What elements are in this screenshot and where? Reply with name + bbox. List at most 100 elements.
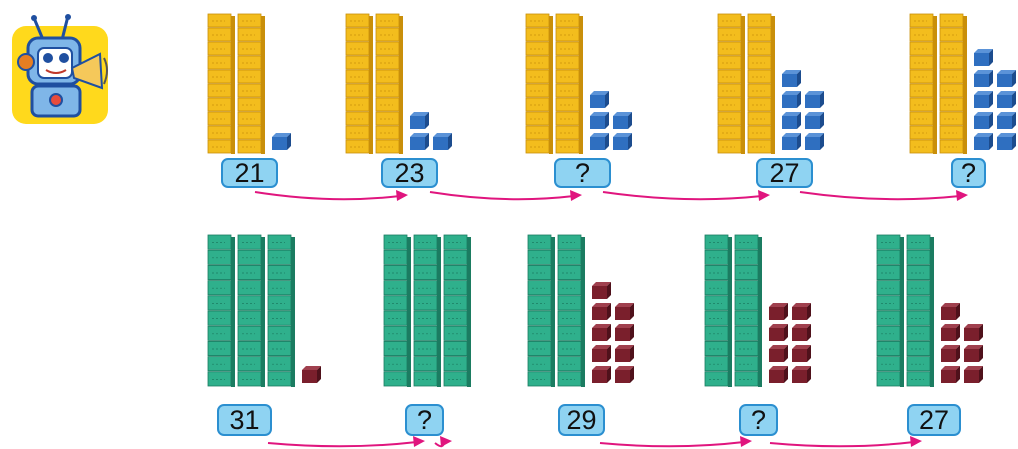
- ones-cube: [615, 345, 634, 362]
- rod-side: [579, 16, 583, 154]
- rod-unit: [909, 27, 934, 42]
- cube-top: [792, 324, 811, 328]
- arrow-line: [254, 191, 401, 201]
- tens-rod: [906, 234, 934, 387]
- cube-side: [605, 91, 609, 108]
- cube-front: [805, 137, 820, 150]
- cube-top: [769, 303, 788, 307]
- tens-rod: [939, 13, 967, 154]
- cube-side: [317, 366, 321, 383]
- rod-unit: [375, 125, 400, 140]
- cube-front: [615, 349, 630, 362]
- cube-top: [964, 324, 983, 328]
- rod-unit: [207, 295, 232, 311]
- cube-side: [1012, 91, 1016, 108]
- ones-cube: [997, 91, 1016, 108]
- rod-unit: [443, 264, 468, 280]
- rod-unit: [939, 125, 964, 140]
- cube-front: [615, 307, 630, 320]
- cube-top: [272, 133, 291, 137]
- rod-unit: [734, 234, 759, 250]
- rod-side: [399, 16, 403, 154]
- rod-unit: [876, 280, 901, 296]
- block-group: [909, 13, 1016, 154]
- rod-unit: [717, 83, 742, 98]
- cube-side: [797, 70, 801, 87]
- rod-unit: [876, 295, 901, 311]
- cube-top: [782, 70, 801, 74]
- rod-unit: [527, 280, 552, 296]
- tens-rod: [747, 13, 775, 154]
- cube-front: [997, 137, 1012, 150]
- cube-front: [974, 74, 989, 87]
- cube-top: [792, 303, 811, 307]
- ones-cube: [782, 70, 801, 87]
- rod-unit: [557, 280, 582, 296]
- rod-unit: [375, 27, 400, 42]
- arrow-head: [956, 190, 968, 201]
- tens-rod: [383, 234, 411, 387]
- rod-unit: [207, 41, 232, 56]
- rod-unit: [207, 371, 232, 387]
- rod-unit: [525, 83, 550, 98]
- cube-top: [941, 345, 960, 349]
- ones-cube: [792, 345, 811, 362]
- rod-unit: [267, 280, 292, 296]
- cube-front: [997, 95, 1012, 108]
- rod-unit: [267, 295, 292, 311]
- rod-unit: [717, 69, 742, 84]
- block-group: [717, 13, 824, 154]
- rod-unit: [747, 13, 772, 28]
- cube-front: [302, 370, 317, 383]
- cube-side: [784, 366, 788, 383]
- cube-top: [590, 133, 609, 137]
- rod-unit: [207, 69, 232, 84]
- rod-unit: [207, 139, 232, 154]
- rod-side: [467, 237, 471, 387]
- rod-unit: [237, 249, 262, 265]
- cube-front: [769, 370, 784, 383]
- rod-unit: [413, 356, 438, 372]
- rod-unit: [345, 125, 370, 140]
- cube-side: [979, 345, 983, 362]
- rod-unit: [345, 55, 370, 70]
- rod-unit: [747, 27, 772, 42]
- cube-side: [784, 303, 788, 320]
- rod-unit: [237, 234, 262, 250]
- rod-unit: [876, 356, 901, 372]
- rod-unit: [375, 69, 400, 84]
- rod-unit: [237, 125, 262, 140]
- ones-cube: [590, 112, 609, 129]
- rod-unit: [717, 97, 742, 112]
- cube-side: [628, 112, 632, 129]
- rod-unit: [267, 325, 292, 341]
- cube-top: [974, 133, 993, 137]
- rod-unit: [909, 125, 934, 140]
- rod-unit: [704, 234, 729, 250]
- rod-unit: [237, 310, 262, 326]
- cube-front: [941, 307, 956, 320]
- rod-unit: [207, 234, 232, 250]
- tens-rod: [237, 234, 265, 387]
- rod-unit: [345, 83, 370, 98]
- rod-unit: [383, 264, 408, 280]
- rod-unit: [876, 371, 901, 387]
- rod-unit: [906, 310, 931, 326]
- rod-unit: [909, 69, 934, 84]
- rod-unit: [525, 111, 550, 126]
- cube-top: [590, 112, 609, 116]
- cube-front: [590, 116, 605, 129]
- cube-top: [615, 345, 634, 349]
- arrow-line: [769, 441, 915, 448]
- cube-front: [805, 116, 820, 129]
- rod-unit: [345, 69, 370, 84]
- cube-front: [782, 116, 797, 129]
- arrow-head: [740, 436, 752, 447]
- rod-unit: [207, 249, 232, 265]
- rod-unit: [557, 310, 582, 326]
- cube-top: [769, 324, 788, 328]
- sequence-arrow: [799, 190, 968, 201]
- rod-unit: [557, 340, 582, 356]
- rod-unit: [555, 13, 580, 28]
- arrow-head: [396, 190, 408, 201]
